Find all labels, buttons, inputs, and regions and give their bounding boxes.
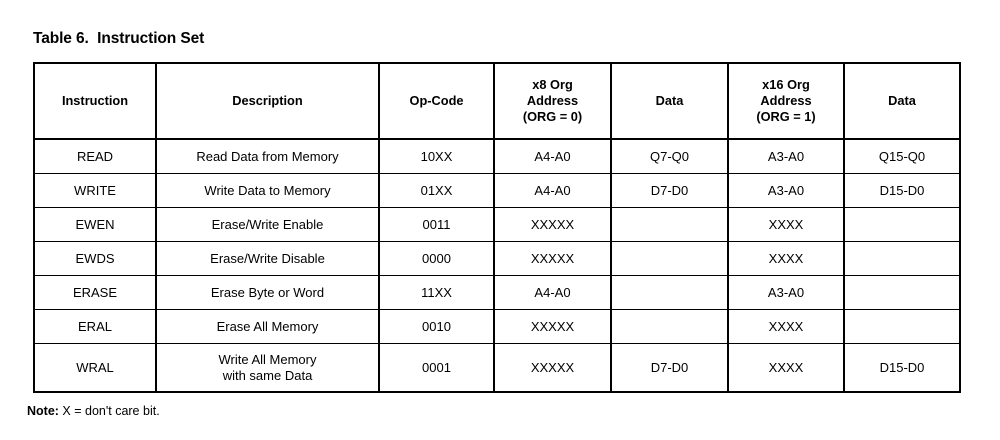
cell-x8-address: XXXXX — [493, 309, 612, 344]
table-body: READ Read Data from Memory 10XX A4-A0 Q7… — [33, 138, 961, 393]
cell-x16-data: D15-D0 — [843, 173, 961, 208]
cell-x8-data — [610, 207, 729, 242]
cell-x16-address: XXXX — [727, 207, 845, 242]
cell-description: Read Data from Memory — [155, 138, 380, 174]
cell-instruction: WRAL — [33, 343, 157, 393]
table-footnote: Note: X = don't care bit. — [27, 404, 160, 418]
table-header-row: Instruction Description Op-Code x8 Org A… — [33, 62, 961, 140]
cell-description: Erase All Memory — [155, 309, 380, 344]
table-header: Instruction Description Op-Code x8 Org A… — [33, 62, 961, 140]
cell-x8-data: D7-D0 — [610, 173, 729, 208]
cell-x16-data — [843, 207, 961, 242]
cell-description: Erase/Write Enable — [155, 207, 380, 242]
instruction-set-table: Instruction Description Op-Code x8 Org A… — [33, 62, 961, 393]
cell-x16-address: A3-A0 — [727, 138, 845, 174]
cell-x8-address: XXXXX — [493, 241, 612, 276]
cell-x8-address: A4-A0 — [493, 138, 612, 174]
column-header-opcode: Op-Code — [378, 62, 495, 140]
cell-x8-data: Q7-Q0 — [610, 138, 729, 174]
column-header-x16-data: Data — [843, 62, 961, 140]
column-header-x16-org-address: x16 Org Address (ORG = 1) — [727, 62, 845, 140]
cell-x16-data — [843, 241, 961, 276]
cell-opcode: 0001 — [378, 343, 495, 393]
table-row: ERASE Erase Byte or Word 11XX A4-A0 A3-A… — [33, 275, 961, 310]
cell-instruction: ERASE — [33, 275, 157, 310]
table-row: EWDS Erase/Write Disable 0000 XXXXX XXXX — [33, 241, 961, 276]
cell-x16-data: D15-D0 — [843, 343, 961, 393]
table-row: WRITE Write Data to Memory 01XX A4-A0 D7… — [33, 173, 961, 208]
cell-opcode: 01XX — [378, 173, 495, 208]
table-row: ERAL Erase All Memory 0010 XXXXX XXXX — [33, 309, 961, 344]
cell-opcode: 11XX — [378, 275, 495, 310]
cell-x8-data: D7-D0 — [610, 343, 729, 393]
cell-description: Write All Memory with same Data — [155, 343, 380, 393]
column-header-x8-org-address: x8 Org Address (ORG = 0) — [493, 62, 612, 140]
cell-instruction: WRITE — [33, 173, 157, 208]
cell-opcode: 0011 — [378, 207, 495, 242]
cell-x16-address: A3-A0 — [727, 173, 845, 208]
column-header-description: Description — [155, 62, 380, 140]
table-row: WRAL Write All Memory with same Data 000… — [33, 343, 961, 393]
cell-x16-address: XXXX — [727, 343, 845, 393]
cell-opcode: 0000 — [378, 241, 495, 276]
footnote-label: Note: — [27, 404, 59, 418]
cell-x8-address: A4-A0 — [493, 173, 612, 208]
cell-x8-address: A4-A0 — [493, 275, 612, 310]
footnote-text: X = don't care bit. — [58, 404, 160, 418]
cell-description: Erase Byte or Word — [155, 275, 380, 310]
column-header-x8-data: Data — [610, 62, 729, 140]
cell-x8-data — [610, 241, 729, 276]
cell-opcode: 0010 — [378, 309, 495, 344]
cell-x8-data — [610, 275, 729, 310]
table-row: READ Read Data from Memory 10XX A4-A0 Q7… — [33, 138, 961, 174]
cell-description: Write Data to Memory — [155, 173, 380, 208]
table-caption: Table 6. Instruction Set — [33, 30, 205, 47]
cell-instruction: EWEN — [33, 207, 157, 242]
table-row: EWEN Erase/Write Enable 0011 XXXXX XXXX — [33, 207, 961, 242]
cell-x16-address: XXXX — [727, 309, 845, 344]
cell-opcode: 10XX — [378, 138, 495, 174]
cell-x16-data — [843, 275, 961, 310]
column-header-instruction: Instruction — [33, 62, 157, 140]
cell-x8-data — [610, 309, 729, 344]
cell-x16-data: Q15-Q0 — [843, 138, 961, 174]
cell-instruction: READ — [33, 138, 157, 174]
cell-description: Erase/Write Disable — [155, 241, 380, 276]
cell-x16-address: A3-A0 — [727, 275, 845, 310]
cell-x16-data — [843, 309, 961, 344]
cell-instruction: EWDS — [33, 241, 157, 276]
cell-x8-address: XXXXX — [493, 207, 612, 242]
cell-instruction: ERAL — [33, 309, 157, 344]
cell-x8-address: XXXXX — [493, 343, 612, 393]
cell-x16-address: XXXX — [727, 241, 845, 276]
